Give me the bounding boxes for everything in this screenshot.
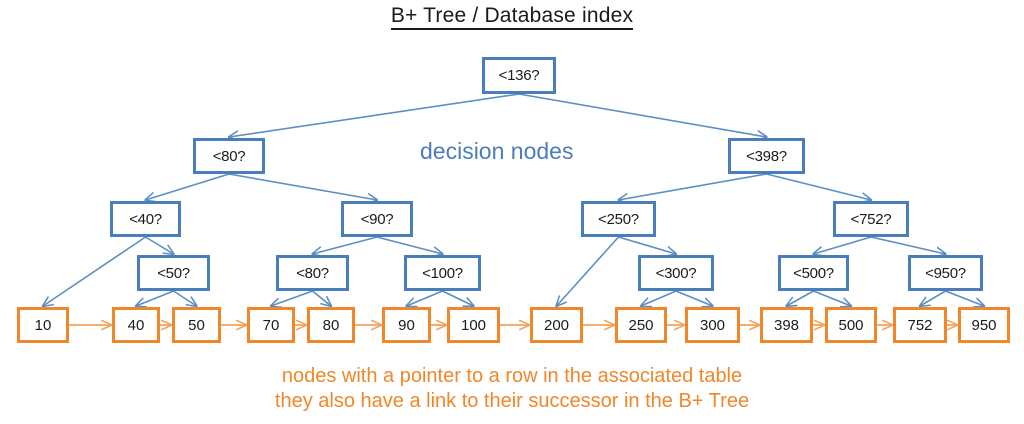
tree-edge bbox=[146, 173, 230, 200]
tree-edge bbox=[271, 290, 313, 306]
leaf-node[interactable]: 50 bbox=[172, 307, 221, 343]
decision-node[interactable]: <50? bbox=[137, 255, 210, 291]
leaf-node[interactable]: 250 bbox=[615, 307, 667, 343]
annotation-leaf-caption-line2: they also have a link to their successor… bbox=[274, 390, 750, 412]
annotation-leaf-caption-line1: nodes with a pointer to a row in the ass… bbox=[281, 365, 743, 387]
leaf-node[interactable]: 10 bbox=[17, 307, 69, 343]
tree-edge bbox=[407, 290, 443, 306]
tree-edge bbox=[136, 290, 174, 306]
tree-edge bbox=[145, 236, 174, 254]
tree-edge bbox=[814, 236, 872, 254]
tree-edge bbox=[619, 173, 767, 200]
decision-node[interactable]: <80? bbox=[276, 255, 349, 291]
tree-edge bbox=[675, 290, 713, 306]
tree-edge bbox=[228, 173, 377, 200]
tree-edge bbox=[920, 290, 946, 306]
leaf-node[interactable]: 398 bbox=[760, 307, 813, 343]
decision-node[interactable]: <40? bbox=[110, 201, 181, 237]
decision-node[interactable]: <300? bbox=[638, 255, 714, 291]
leaf-node[interactable]: 200 bbox=[530, 307, 583, 343]
leaf-node[interactable]: 500 bbox=[825, 307, 877, 343]
page-title: B+ Tree / Database index bbox=[0, 4, 1024, 30]
decision-node[interactable]: <398? bbox=[728, 138, 805, 174]
tree-edge bbox=[766, 173, 872, 200]
tree-edge bbox=[787, 290, 814, 306]
decision-node[interactable]: <500? bbox=[778, 255, 849, 291]
tree-edge bbox=[442, 290, 474, 306]
tree-edge bbox=[311, 290, 332, 306]
leaf-node[interactable]: 300 bbox=[685, 307, 740, 343]
tree-edge bbox=[945, 290, 985, 306]
tree-edge bbox=[173, 290, 197, 306]
leaf-node[interactable]: 70 bbox=[247, 307, 295, 343]
tree-edge bbox=[518, 93, 767, 137]
tree-edge bbox=[813, 290, 852, 306]
leaf-node[interactable]: 80 bbox=[307, 307, 355, 343]
tree-edge bbox=[43, 236, 146, 306]
decision-node[interactable]: <80? bbox=[193, 138, 265, 174]
leaf-node[interactable]: 752 bbox=[893, 307, 947, 343]
leaf-node[interactable]: 100 bbox=[447, 307, 500, 343]
leaf-node[interactable]: 90 bbox=[382, 307, 431, 343]
tree-edge bbox=[557, 236, 620, 306]
decision-node[interactable]: <250? bbox=[581, 201, 656, 237]
decision-node[interactable]: <90? bbox=[341, 201, 413, 237]
tree-edge bbox=[870, 236, 946, 254]
decision-node[interactable]: <100? bbox=[404, 255, 481, 291]
tree-edge bbox=[618, 236, 677, 254]
tree-edge bbox=[641, 290, 677, 306]
annotation-decision-nodes: decision nodes bbox=[420, 138, 574, 164]
leaf-node[interactable]: 950 bbox=[958, 307, 1010, 343]
tree-edge bbox=[376, 236, 443, 254]
decision-node[interactable]: <950? bbox=[908, 255, 983, 291]
page-title-text: B+ Tree / Database index bbox=[390, 4, 634, 30]
decision-node[interactable]: <136? bbox=[482, 57, 556, 94]
tree-edge bbox=[229, 93, 520, 137]
decision-node[interactable]: <752? bbox=[833, 201, 909, 237]
tree-edge bbox=[313, 236, 378, 254]
leaf-node[interactable]: 40 bbox=[112, 307, 160, 343]
